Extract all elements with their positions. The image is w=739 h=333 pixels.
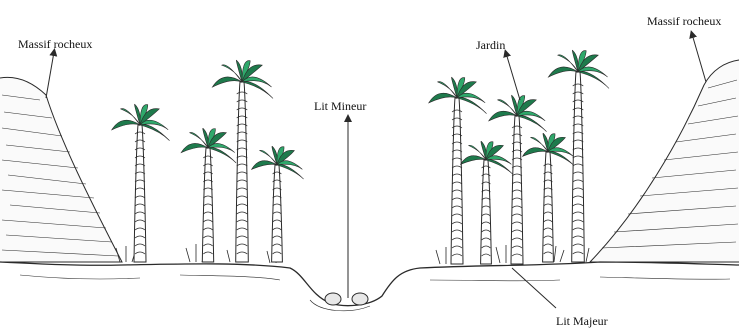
label-lit-majeur: Lit Majeur [556, 314, 608, 328]
palm-tree [548, 50, 609, 262]
palm-tree [429, 77, 487, 264]
palm-trees-right [429, 50, 609, 264]
valley-floor [0, 262, 739, 311]
palm-trees-left [112, 60, 304, 262]
label-massif-left: Massif rocheux [18, 37, 92, 51]
label-lit-mineur: Lit Mineur [314, 99, 366, 113]
left-rock-massif [0, 77, 122, 262]
arrow-massif-right [692, 34, 706, 82]
palm-tree [181, 128, 236, 262]
label-massif-right: Massif rocheux [647, 14, 721, 28]
palm-tree [252, 146, 304, 262]
palm-tree [489, 95, 547, 264]
channel-stones [325, 293, 368, 305]
label-jardin: Jardin [476, 38, 505, 52]
palm-tree [523, 133, 575, 262]
right-rock-massif [590, 60, 739, 262]
arrow-jardin [506, 53, 520, 100]
palm-tree [112, 104, 170, 262]
annotation-arrows [46, 34, 706, 308]
palm-tree [461, 141, 513, 264]
arrow-massif-left [46, 52, 54, 98]
arrow-lit-majeur [512, 268, 556, 308]
